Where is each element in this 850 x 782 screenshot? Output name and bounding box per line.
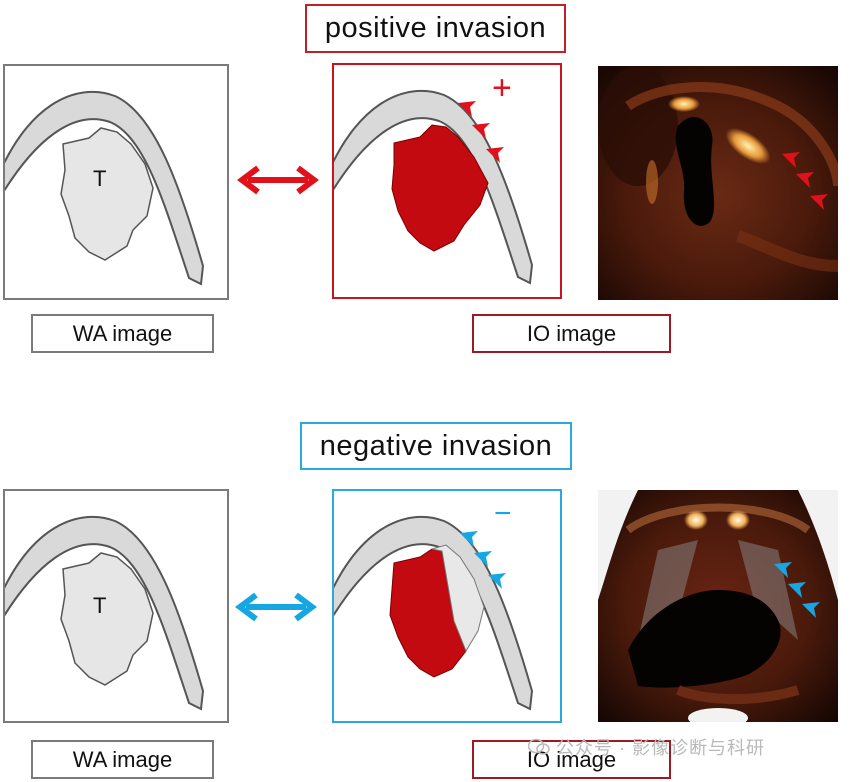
- watermark: 公众号 · 影像诊断与科研: [528, 734, 765, 760]
- tumor-shape: [60, 127, 154, 261]
- wa-caption-top-text: WA image: [72, 320, 173, 346]
- intact-cartilage-region: [431, 544, 485, 653]
- arrowhead-icon: [488, 573, 506, 589]
- arrowhead-icon: [810, 194, 828, 210]
- airway-lumen: [675, 116, 715, 226]
- wa-illustration-bottom: T: [5, 515, 205, 711]
- tumor-label: T: [93, 593, 106, 618]
- arrowhead-icon: [782, 152, 800, 168]
- arrowheads-blue: [460, 531, 506, 589]
- io-illustration-bottom: −: [334, 497, 534, 711]
- wa-diagram-bottom: T: [3, 489, 229, 723]
- arrowhead-icon: [458, 101, 476, 117]
- wa-diagram-top: T: [3, 64, 229, 300]
- positive-invasion-title-text: positive invasion: [324, 12, 547, 44]
- negative-invasion-title-text: negative invasion: [319, 429, 553, 462]
- watermark-text: 公众号 · 影像诊断与科研: [556, 738, 765, 758]
- arrowheads-red: [458, 101, 504, 163]
- pet-ct-image-top: [598, 66, 838, 300]
- double-arrow-red-icon: [237, 165, 319, 195]
- wa-caption-bottom-text: WA image: [72, 746, 173, 772]
- tumor-shape: [60, 552, 154, 686]
- positive-invasion-title: positive invasion: [305, 4, 566, 53]
- io-diagram-top: +: [332, 63, 562, 299]
- arrowhead-icon: [486, 147, 504, 163]
- arrowhead-icon: [796, 172, 814, 188]
- wa-illustration-top: T: [5, 90, 205, 286]
- arrowhead-icon: [472, 123, 490, 139]
- arrowhead-icon: [460, 531, 478, 547]
- wechat-icon: [528, 738, 550, 755]
- io-illustration-top: +: [334, 69, 534, 285]
- arrowhead-icon: [802, 602, 820, 618]
- arrowhead-icon: [774, 562, 792, 578]
- pet-ct-scan-bottom: [598, 490, 838, 722]
- airway-lumen: [628, 590, 781, 688]
- tumor-label: T: [93, 166, 106, 191]
- wa-caption-top: WA image: [31, 314, 214, 353]
- io-diagram-bottom: −: [332, 489, 562, 723]
- cartilage-shape: [5, 90, 205, 286]
- cartilage-shape: [334, 515, 534, 711]
- tumor-invading-shape: [391, 124, 489, 252]
- cartilage-shape: [334, 89, 534, 285]
- arrowheads-red: [782, 152, 828, 210]
- arrowhead-icon: [788, 582, 806, 598]
- io-caption-bottom: IO image: [472, 740, 671, 779]
- io-caption-top: IO image: [472, 314, 671, 353]
- negative-invasion-title: negative invasion: [300, 422, 572, 470]
- double-arrow-blue-icon: [235, 592, 317, 622]
- pet-ct-scan-top: [598, 66, 838, 300]
- cartilage-shape: [5, 515, 205, 711]
- plus-sign: +: [492, 69, 512, 107]
- io-caption-top-text: IO image: [526, 320, 617, 346]
- arrowheads-blue: [774, 562, 820, 618]
- arrowhead-icon: [474, 551, 492, 567]
- minus-sign: −: [494, 497, 512, 530]
- wa-caption-bottom: WA image: [31, 740, 214, 779]
- pet-ct-image-bottom: [598, 490, 838, 722]
